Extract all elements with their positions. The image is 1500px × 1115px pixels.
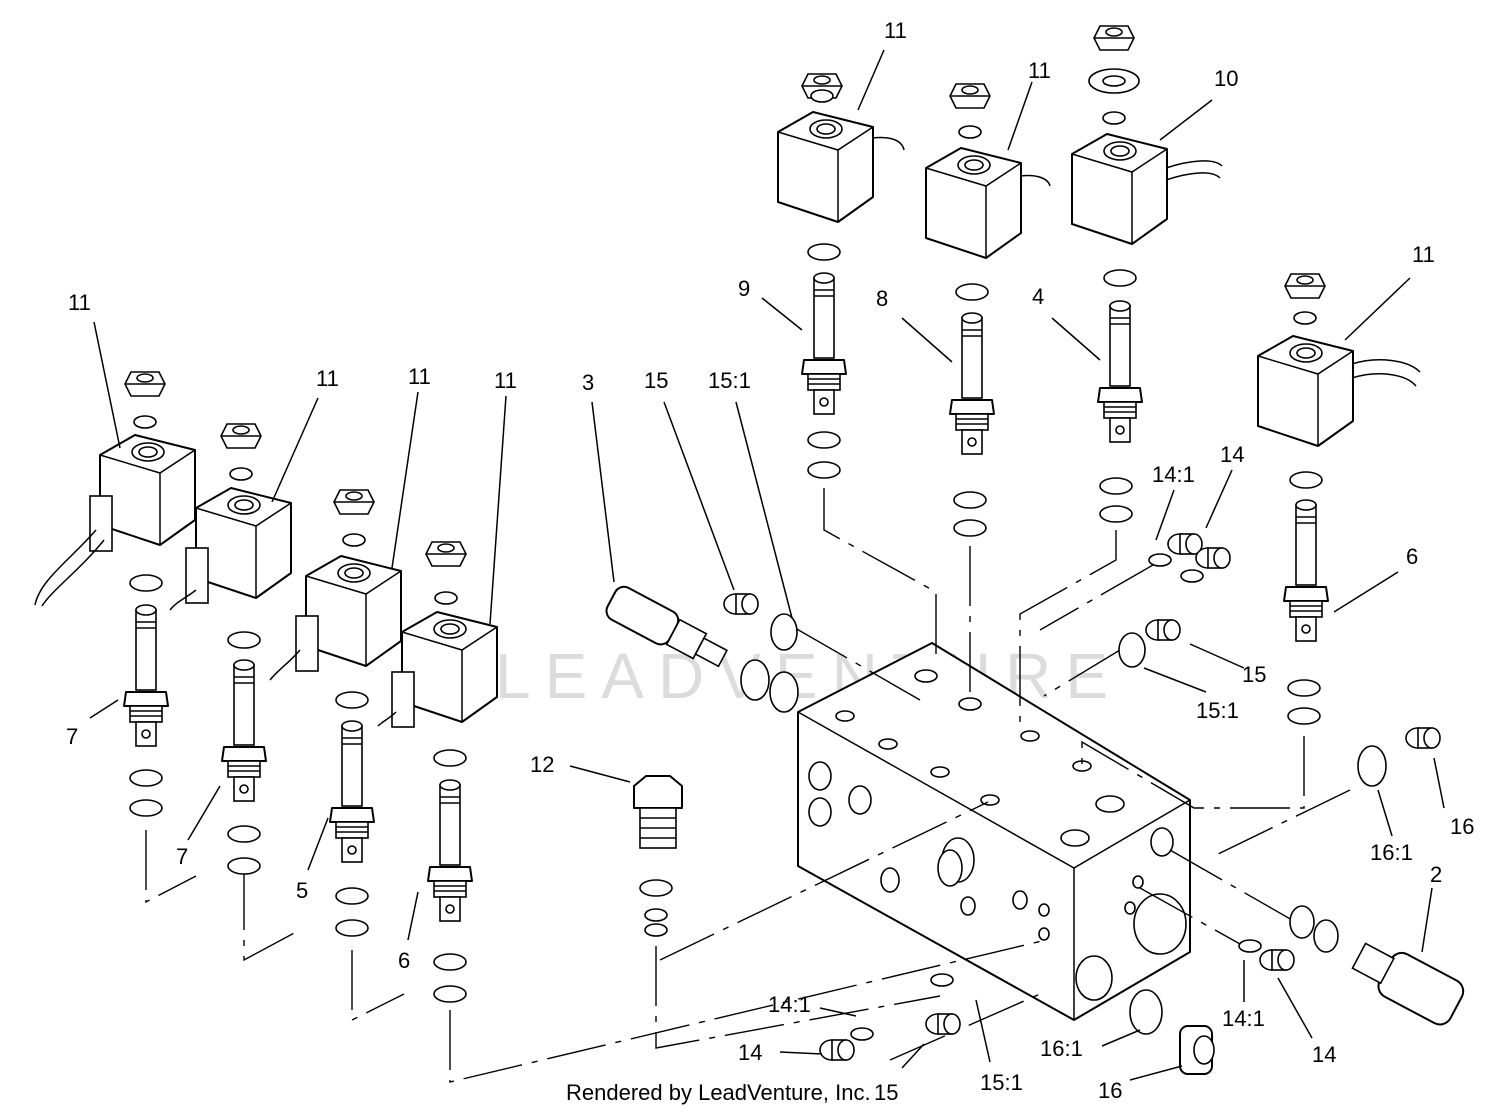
callout-11: 11: [1028, 58, 1051, 83]
leader-lines: [89, 49, 1445, 1081]
callout-11: 11: [408, 364, 431, 389]
callout-16-1: 16:1: [1370, 840, 1413, 865]
callout-3: 3: [582, 370, 594, 395]
callout-16-1: 16:1: [1040, 1036, 1083, 1061]
callout-7: 7: [66, 724, 78, 749]
callout-14: 14: [1220, 442, 1244, 467]
callout-16: 16: [1450, 814, 1474, 839]
callout-14-1: 14:1: [768, 992, 811, 1017]
callout-11: 11: [494, 368, 517, 393]
callout-15-1: 15:1: [980, 1070, 1023, 1095]
callout-14: 14: [738, 1040, 762, 1065]
callout-9: 9: [738, 276, 750, 301]
callout-12: 12: [530, 752, 554, 777]
callout-10: 10: [1214, 66, 1238, 91]
callout-6: 6: [398, 948, 410, 973]
callout-7: 7: [176, 844, 188, 869]
callout-14-1: 14:1: [1222, 1006, 1265, 1031]
callout-15: 15: [1242, 662, 1266, 687]
callouts: 11 11 10 11 9 8 4 11 11 11 11 3 15 15:1 …: [66, 18, 1474, 1103]
callout-15: 15: [644, 368, 668, 393]
callout-5: 5: [296, 878, 308, 903]
callout-11: 11: [316, 366, 339, 391]
callout-16: 16: [1098, 1078, 1122, 1103]
manifold-fittings: [605, 533, 1465, 1075]
footer-page-ref: 15: [874, 1080, 898, 1105]
callout-11: 11: [68, 290, 91, 315]
callout-2: 2: [1430, 862, 1442, 887]
callout-15-1: 15:1: [1196, 698, 1239, 723]
callout-14-1: 14:1: [1152, 462, 1195, 487]
callout-11: 11: [884, 18, 907, 43]
callout-11: 11: [1412, 242, 1435, 267]
callout-8: 8: [876, 286, 888, 311]
callout-15-1: 15:1: [708, 368, 751, 393]
manifold-block: [797, 642, 1191, 1021]
top-valve-group: [777, 25, 1421, 725]
callout-14: 14: [1312, 1042, 1336, 1067]
assembly-lines: [145, 488, 1351, 1083]
footer-credit: Rendered by LeadVenture, Inc.: [566, 1080, 871, 1105]
left-valve-group: [34, 371, 498, 1003]
footer: Rendered by LeadVenture, Inc. 15: [566, 1080, 898, 1105]
callout-6: 6: [1406, 544, 1418, 569]
callout-4: 4: [1032, 284, 1044, 309]
